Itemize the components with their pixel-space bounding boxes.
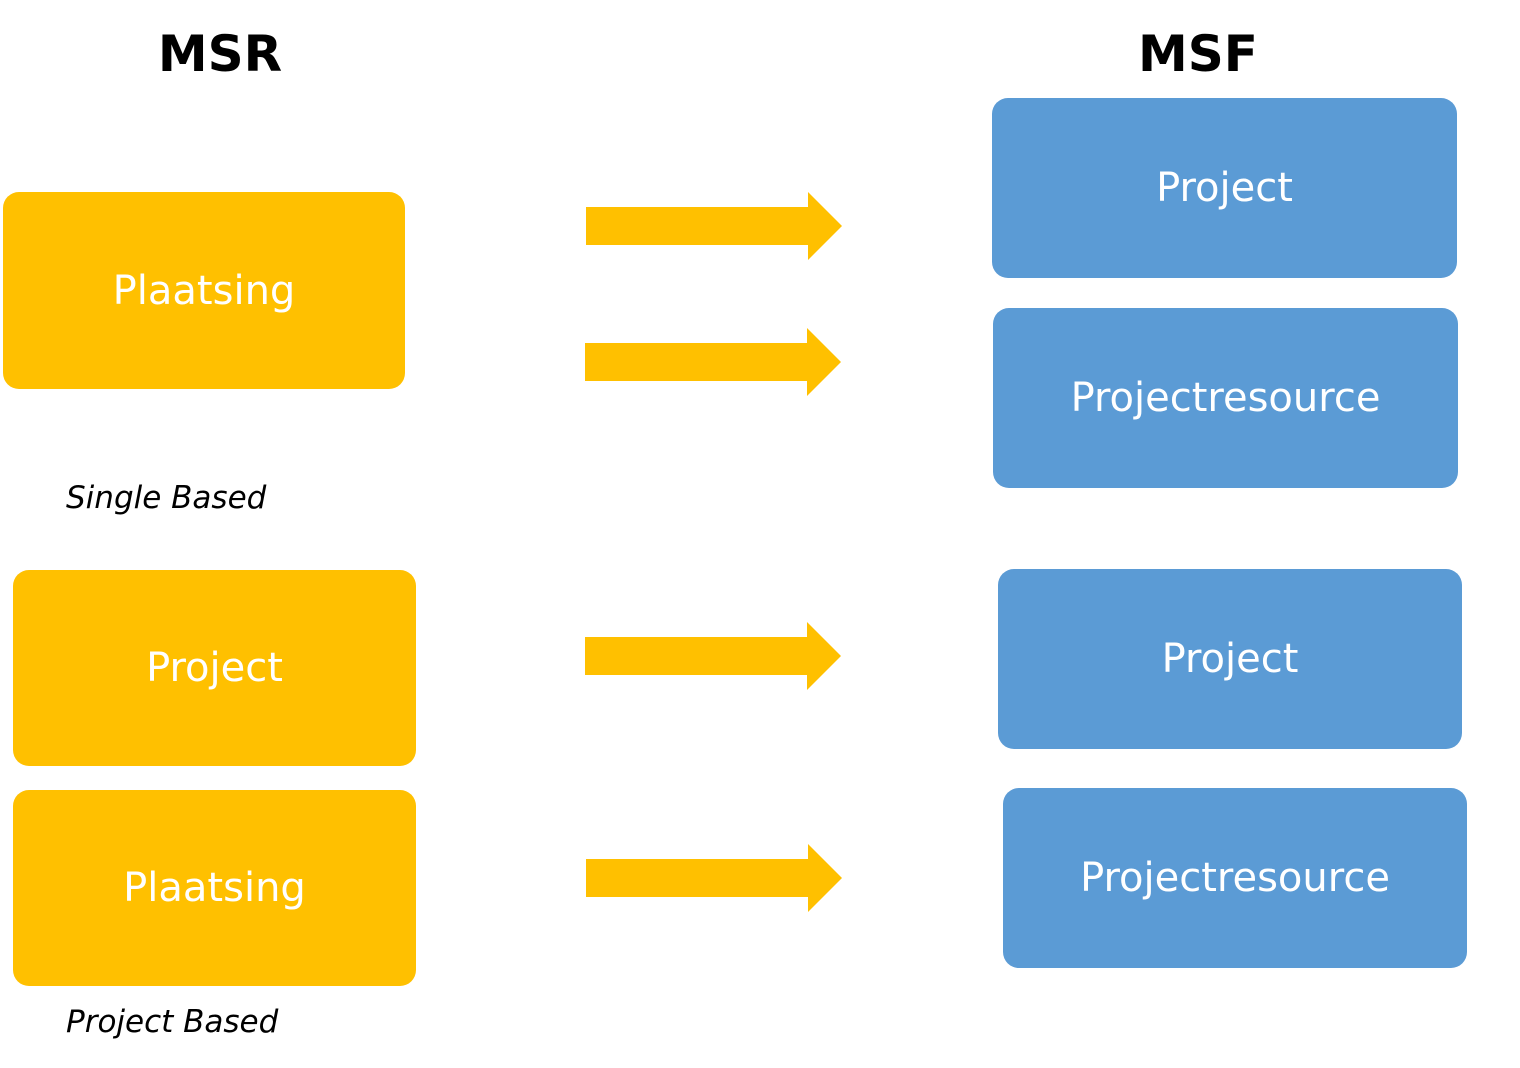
- arrow-right-icon: [586, 192, 842, 260]
- msr-box-label: Project: [146, 645, 283, 691]
- msf-box-project-2: Project: [998, 569, 1462, 749]
- msf-box-projectresource-2: Projectresource: [1003, 788, 1467, 968]
- msr-heading: MSR: [157, 25, 283, 83]
- msf-box-label: Projectresource: [1080, 855, 1390, 901]
- arrow-right-icon: [586, 844, 842, 912]
- msr-box-plaatsing-single: Plaatsing: [3, 192, 405, 389]
- msf-box-label: Project: [1161, 636, 1299, 682]
- caption-project-based: Project Based: [66, 1004, 279, 1040]
- arrow-right-icon: [585, 622, 841, 690]
- msf-box-project-1: Project: [992, 98, 1457, 278]
- arrow-right-icon: [585, 328, 841, 396]
- msr-box-label: Plaatsing: [123, 865, 306, 911]
- msf-box-label: Project: [1156, 165, 1293, 211]
- msf-heading: MSF: [1138, 25, 1258, 83]
- msr-box-plaatsing-project: Plaatsing: [13, 790, 416, 986]
- msf-box-label: Projectresource: [1070, 375, 1381, 421]
- msr-box-label: Plaatsing: [112, 267, 296, 314]
- msf-box-projectresource-1: Projectresource: [993, 308, 1458, 488]
- msr-box-project: Project: [13, 570, 416, 766]
- caption-single-based: Single Based: [66, 480, 267, 516]
